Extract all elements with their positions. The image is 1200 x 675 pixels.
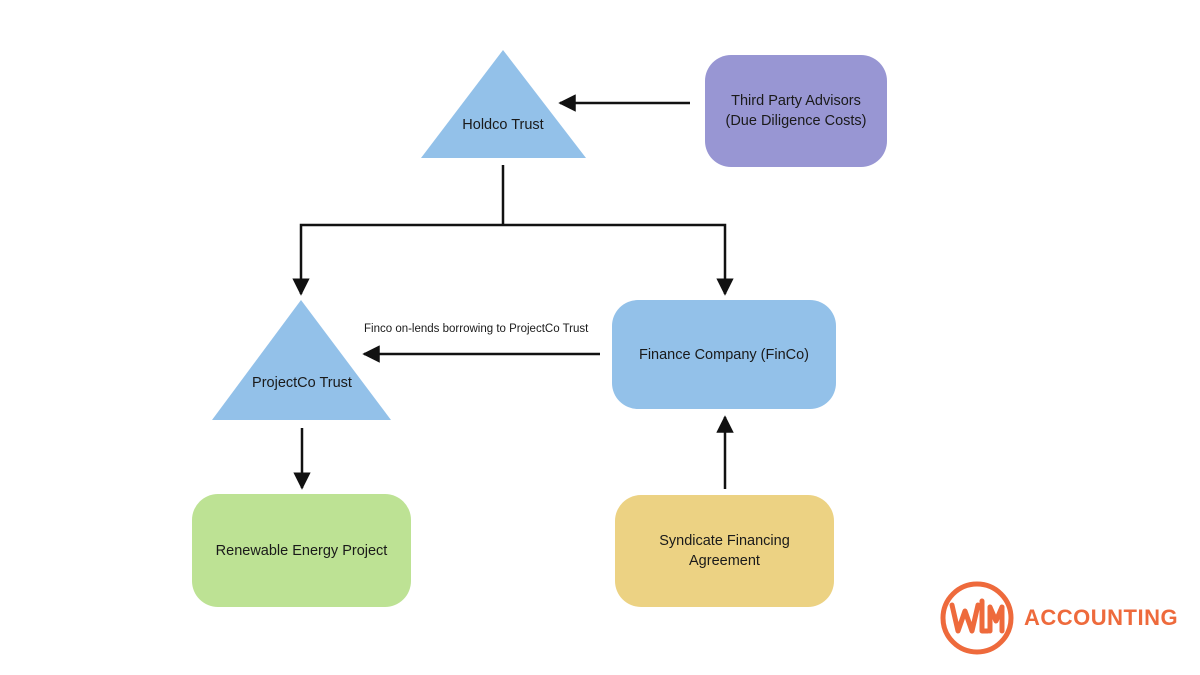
logo-text: ACCOUNTING	[1024, 605, 1179, 630]
finco-box: Finance Company (FinCo)	[612, 300, 836, 409]
finco-projectco-edge-label: Finco on-lends borrowing to ProjectCo Tr…	[364, 323, 589, 335]
syndicate-box: Syndicate Financing Agreement	[615, 495, 834, 607]
wlm-accounting-logo: ACCOUNTING	[938, 580, 1178, 656]
edge-holdco-finco	[503, 223, 734, 296]
advisors-label: Third Party Advisors (Due Diligence Cost…	[725, 93, 867, 129]
advisors-box: Third Party Advisors (Due Diligence Cost…	[705, 55, 887, 167]
projectco-triangle	[212, 300, 391, 420]
wlm-logo-mark-icon	[940, 581, 1014, 655]
edge-holdco-projectco	[292, 223, 503, 296]
renewable-label: Renewable Energy Project	[215, 542, 388, 559]
renewable-box: Renewable Energy Project	[192, 494, 411, 607]
projectco-label: ProjectCo Trust	[252, 375, 352, 391]
holdco-triangle	[421, 50, 586, 158]
finco-label: Finance Company (FinCo)	[638, 346, 810, 363]
holdco-label: Holdco Trust	[462, 117, 544, 133]
syndicate-label: Syndicate Financing Agreement	[659, 533, 790, 569]
